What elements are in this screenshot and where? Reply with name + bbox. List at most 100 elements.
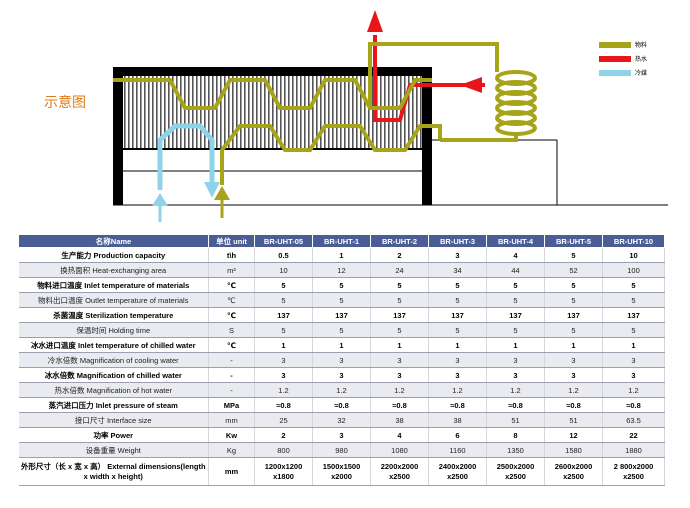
chilled-water-in-arrow [152, 193, 168, 206]
row-value: 1.2 [428, 382, 487, 398]
legend-label-coolant: 冷媒 [635, 70, 648, 77]
row-value: 1880 [602, 442, 665, 458]
row-value: ≈0.8 [254, 397, 313, 413]
row-value: 52 [544, 262, 603, 278]
row-unit: mm [208, 412, 255, 428]
holding-coil [495, 70, 537, 136]
header-unit: 单位 unit [208, 234, 255, 248]
row-value: 5 [312, 277, 371, 293]
header-model: BR-UHT-3 [428, 234, 487, 248]
table-row: 冰水进口温度 Inlet temperature of chilled wate… [18, 337, 665, 353]
row-value: 3 [370, 352, 429, 368]
row-value: 5 [254, 277, 313, 293]
row-value: 1.2 [312, 382, 371, 398]
row-unit: Kg [208, 442, 255, 458]
row-value: 1.2 [486, 382, 545, 398]
frame-top-bar [113, 67, 432, 76]
row-unit: ℃ [208, 292, 255, 308]
row-value: 5 [428, 277, 487, 293]
header-model: BR-UHT-1 [312, 234, 371, 248]
row-value: 5 [544, 292, 603, 308]
row-value: 1 [370, 337, 429, 353]
header-model: BR-UHT-2 [370, 234, 429, 248]
row-value: 137 [254, 307, 313, 323]
heat-exchanger-fins [123, 76, 422, 148]
row-value: 3 [486, 352, 545, 368]
row-value: 38 [370, 412, 429, 428]
row-value: 5 [602, 277, 665, 293]
row-value: 5 [370, 277, 429, 293]
row-value: 10 [254, 262, 313, 278]
header-model: BR-UHT-4 [486, 234, 545, 248]
row-value: 980 [312, 442, 371, 458]
row-value: 32 [312, 412, 371, 428]
row-value: 6 [428, 427, 487, 443]
header-model: BR-UHT-10 [602, 234, 665, 248]
row-name: 冰水进口温度 Inlet temperature of chilled wate… [18, 337, 209, 353]
row-value: 2 [254, 427, 313, 443]
row-name: 冷水倍数 Magnification of cooling water [18, 352, 209, 368]
row-value: 137 [602, 307, 665, 323]
legend-swatch-material [599, 41, 631, 48]
row-value: 2500x2000 x2500 [486, 457, 545, 486]
row-unit: ℃ [208, 337, 255, 353]
row-value: 1.2 [602, 382, 665, 398]
row-value: 22 [602, 427, 665, 443]
legend-swatch-hot-water [599, 55, 631, 62]
row-unit: S [208, 322, 255, 338]
row-value: 5 [254, 322, 313, 338]
row-value: 1 [254, 337, 313, 353]
row-value: ≈0.8 [428, 397, 487, 413]
row-value: 3 [254, 352, 313, 368]
row-value: 137 [428, 307, 487, 323]
row-value: 137 [486, 307, 545, 323]
row-value: 1.2 [544, 382, 603, 398]
row-value: 12 [544, 427, 603, 443]
row-value: 5 [544, 277, 603, 293]
row-value: 3 [428, 247, 487, 263]
row-value: 3 [428, 352, 487, 368]
row-name: 杀菌温度 Sterilization temperature [18, 307, 209, 323]
row-value: 2200x2000 x2500 [370, 457, 429, 486]
material-pipe-top [113, 78, 432, 110]
row-value: 1200x1200 x1800 [254, 457, 313, 486]
row-unit: t\h [208, 247, 255, 263]
legend-item-coolant: 冷媒 [599, 68, 647, 77]
row-value: 63.5 [602, 412, 665, 428]
legend-swatch-coolant [599, 69, 631, 76]
row-value: 5 [312, 322, 371, 338]
row-value: 2400x2000 x2500 [428, 457, 487, 486]
row-unit: ℃ [208, 277, 255, 293]
row-value: 44 [486, 262, 545, 278]
material-in-arrow [214, 186, 230, 200]
row-name: 设备重量 Weight [18, 442, 209, 458]
row-value: 137 [370, 307, 429, 323]
row-name: 物料出口温度 Outlet temperature of materials [18, 292, 209, 308]
row-unit: - [208, 352, 255, 368]
row-value: ≈0.8 [312, 397, 371, 413]
row-value: 5 [370, 322, 429, 338]
row-value: 5 [254, 292, 313, 308]
row-name: 换热面积 Heat-exchanging area [18, 262, 209, 278]
row-value: 800 [254, 442, 313, 458]
row-value: 24 [370, 262, 429, 278]
row-value: 1.2 [370, 382, 429, 398]
row-value: 1 [312, 337, 371, 353]
frame-right-post [422, 67, 432, 205]
row-name: 冰水倍数 Magnification of chilled water [18, 367, 209, 383]
row-name: 物料进口温度 Inlet temperature of materials [18, 277, 209, 293]
row-value: 3 [486, 367, 545, 383]
row-value: 4 [486, 247, 545, 263]
row-value: 5 [428, 322, 487, 338]
row-value: 1500x1500 x2000 [312, 457, 371, 486]
row-value: 34 [428, 262, 487, 278]
row-value: 4 [370, 427, 429, 443]
row-name: 蒸汽进口压力 Inlet pressure of steam [18, 397, 209, 413]
